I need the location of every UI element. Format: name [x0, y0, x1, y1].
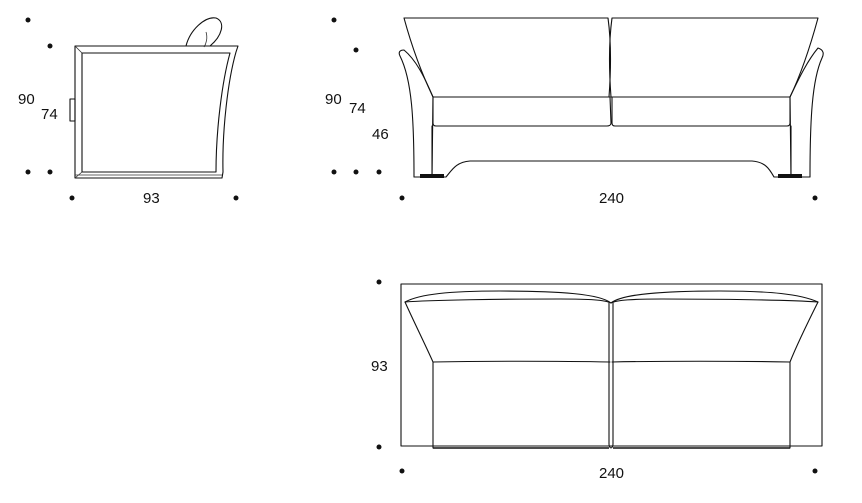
ref-dot — [353, 47, 359, 53]
back-cushion-right — [609, 17, 819, 98]
cushion-crease — [203, 31, 208, 48]
ref-dot — [399, 195, 405, 201]
seat-cushion-right — [611, 96, 791, 127]
front-height-back: 74 — [349, 100, 366, 117]
ref-dot — [376, 279, 382, 285]
ref-dot — [69, 195, 75, 201]
top-seat-line-right — [611, 360, 791, 363]
front-height-total: 90 — [325, 91, 342, 108]
side-handle — [69, 98, 76, 122]
ref-dot — [399, 468, 405, 474]
ref-dot — [376, 444, 382, 450]
top-bounding-box — [400, 283, 823, 447]
front-view: 90 74 46 240 — [325, 17, 824, 207]
seat-cushion-left — [432, 96, 612, 127]
ref-dot — [233, 195, 239, 201]
ref-dot — [47, 43, 53, 49]
ref-dot — [812, 468, 818, 474]
ref-dot — [331, 17, 337, 23]
ref-dot — [331, 169, 337, 175]
side-depth: 93 — [143, 190, 160, 207]
side-body-inner — [81, 52, 231, 173]
front-height-seat: 46 — [372, 126, 389, 143]
ref-dot — [353, 169, 359, 175]
top-back-edge — [404, 290, 819, 304]
top-arm-left — [404, 301, 434, 449]
foot-left — [420, 174, 444, 178]
arm-left — [398, 49, 434, 178]
back-cushion — [185, 17, 223, 47]
ref-dot — [812, 195, 818, 201]
top-arm-right — [789, 301, 819, 449]
top-width: 240 — [599, 465, 624, 482]
base-outline — [413, 160, 811, 178]
side-body-outline — [74, 45, 239, 179]
ref-dot — [25, 17, 31, 23]
top-back-inner — [404, 298, 819, 304]
side-corner — [74, 45, 83, 54]
top-seat-line-left — [432, 360, 611, 363]
foot-right — [778, 174, 802, 178]
back-cushion-left — [403, 17, 611, 98]
side-height-seat: 74 — [41, 106, 58, 123]
side-view: 90 74 93 — [18, 17, 239, 207]
ref-dot — [25, 169, 31, 175]
side-height-total: 90 — [18, 91, 35, 108]
top-view: 93 240 — [371, 279, 823, 482]
top-depth: 93 — [371, 358, 388, 375]
ref-dot — [376, 169, 382, 175]
front-width: 240 — [599, 190, 624, 207]
ref-dot — [47, 169, 53, 175]
top-center-seam — [608, 302, 614, 449]
arm-right — [789, 47, 824, 178]
